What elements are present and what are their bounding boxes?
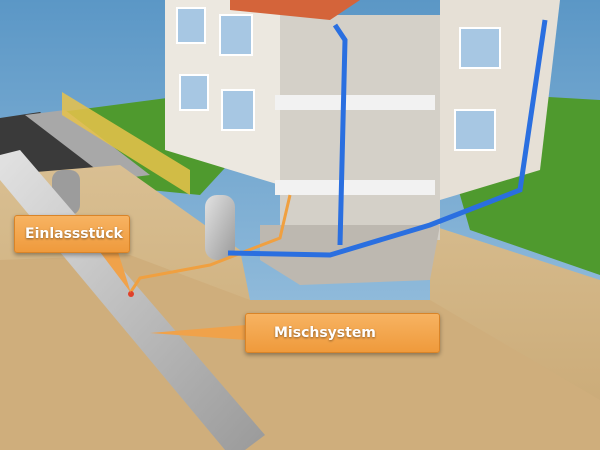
inlet-marker	[128, 291, 134, 297]
windows	[176, 7, 501, 151]
floor-2	[275, 180, 435, 195]
sidewalk	[25, 110, 150, 180]
callout-label: Mischsystem	[274, 325, 376, 341]
callout-einlassstueck: Einlassstück	[14, 215, 130, 253]
callout-mischsystem: Mischsystem	[245, 313, 440, 353]
fence	[62, 92, 190, 195]
roof	[230, 0, 360, 20]
stack-pipe	[332, 23, 348, 246]
callout-pointer-2	[150, 325, 246, 340]
waste-pipe	[128, 194, 292, 294]
callout-label: Einlassstück	[25, 226, 123, 242]
basement	[260, 225, 440, 285]
floor-1	[275, 95, 435, 110]
house-cutaway	[280, 15, 440, 240]
inspection-shaft	[205, 195, 235, 260]
callout-pointer-1	[100, 252, 131, 293]
rain-pipe	[227, 19, 548, 258]
